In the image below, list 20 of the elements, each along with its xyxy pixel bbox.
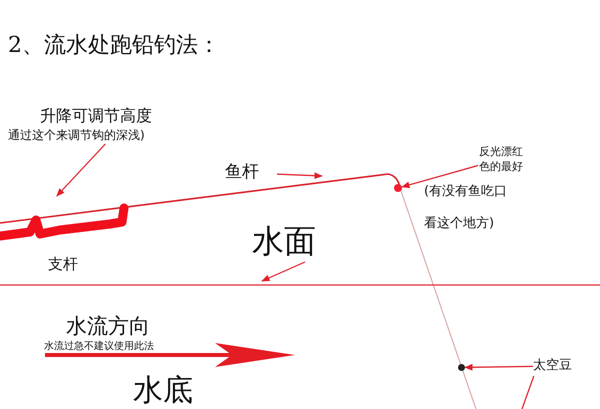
part-label: 水面 — [252, 220, 328, 262]
arrow — [56, 144, 106, 197]
marker-dot — [394, 184, 402, 192]
part-label: 鱼杆 — [225, 160, 277, 186]
part-label: 太空豆 — [533, 356, 583, 376]
note-text: 水流过急不建议使用此法 — [44, 340, 154, 353]
part-label: 支杆 — [48, 255, 78, 274]
part-label: 水底 — [133, 372, 193, 409]
heading-text: 升降可调节高度 — [40, 106, 153, 127]
heading-text: 水流方向 — [66, 313, 150, 340]
arrow — [464, 364, 533, 371]
part-label: 反光漂红色的最好 — [478, 144, 524, 174]
arrow — [261, 261, 306, 282]
arrow — [276, 172, 323, 180]
arrow — [401, 164, 478, 188]
note-text: (有没有鱼吃口看这个地方) — [424, 183, 508, 233]
marker-dot — [458, 364, 465, 371]
title: 2、流水处跑铅钓法： — [8, 32, 220, 60]
leader-line — [521, 376, 534, 409]
note-text: 通过这个来调节钩的深浅) — [8, 127, 146, 144]
